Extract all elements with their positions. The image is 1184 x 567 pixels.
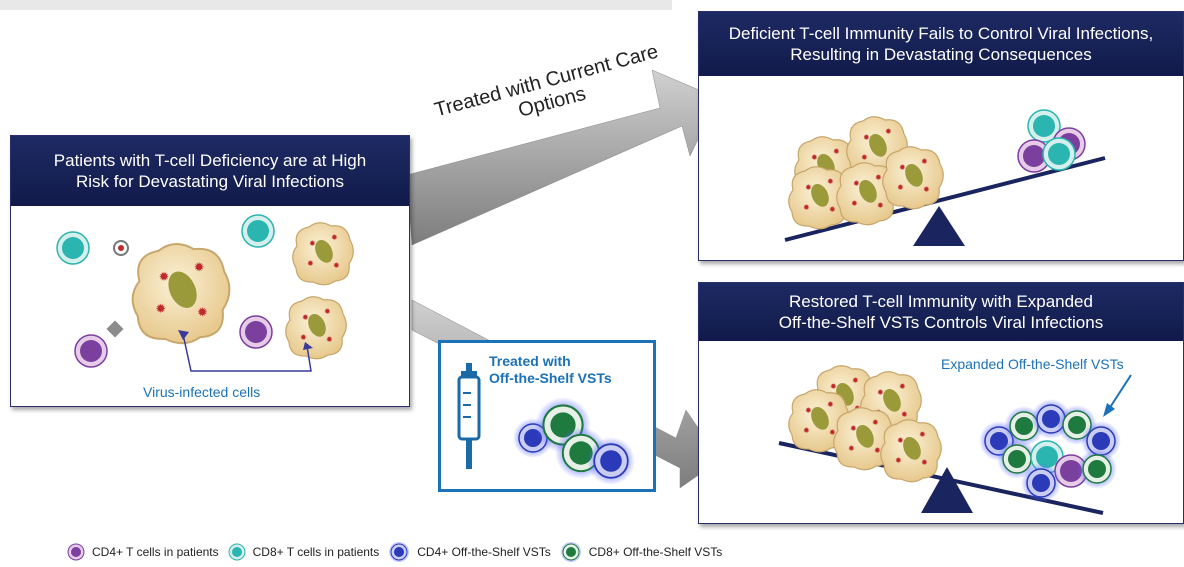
scale-fulcrum-icon (913, 206, 965, 246)
patients-panel-title: Patients with T-cell Deficiency are at H… (53, 151, 367, 191)
cd8-t-cell-icon (56, 231, 90, 265)
legend: CD4+ T cells in patients CD8+ T cells in… (66, 540, 730, 564)
restored-immunity-title: Restored T-cell Immunity with Expanded O… (778, 292, 1104, 332)
small-cd4-cell-icon (239, 315, 273, 349)
legend-item-cd4-vsts: CD4+ Off-the-Shelf VSTs (387, 541, 551, 563)
scale-fulcrum-icon-2 (921, 467, 973, 513)
legend-label-cd4-patients: CD4+ T cells in patients (92, 545, 219, 559)
deficient-immunity-panel: Deficient T-cell Immunity Fails to Contr… (698, 11, 1184, 261)
vst-cluster-cell-8 (1020, 462, 1062, 504)
purple-cell-icon (67, 543, 85, 561)
scale-beam (784, 156, 1106, 242)
large-infected-cell-icon (131, 243, 231, 345)
unbalanced-scale-illustration (784, 109, 1106, 246)
infected-cell-icon-br5 (880, 419, 942, 483)
restored-immunity-header: Restored T-cell Immunity with Expanded O… (699, 283, 1183, 341)
legend-label-cd8-patients: CD8+ T cells in patients (252, 545, 380, 559)
annotation-pointer (182, 333, 312, 372)
infected-cell-icon (292, 222, 354, 286)
deficient-immunity-title: Deficient T-cell Immunity Fails to Contr… (728, 24, 1154, 64)
cd8-t-cell-icon-tr2 (1042, 137, 1076, 171)
vst-treatment-illustration (457, 363, 636, 486)
patients-panel-header: Patients with T-cell Deficiency are at H… (11, 136, 409, 206)
vst-treatment-callout: Treated with Off-the-Shelf VSTs (438, 340, 656, 492)
expanded-vsts-label: Expanded Off-the-Shelf VSTs (941, 356, 1124, 372)
legend-item-cd4-patients: CD4+ T cells in patients (66, 542, 219, 562)
restored-immunity-panel: Restored T-cell Immunity with Expanded O… (698, 282, 1184, 524)
patients-illustration: Virus-infected cells (56, 214, 354, 400)
infected-cell-icon-2 (285, 296, 347, 360)
top-bar (0, 0, 672, 10)
legend-label-cd4-vsts: CD4+ Off-the-Shelf VSTs (417, 545, 551, 559)
vst-treatment-title: Treated with Off-the-Shelf VSTs (489, 353, 612, 386)
vst-cluster-cell-7 (1076, 448, 1118, 490)
patients-panel: Patients with T-cell Deficiency are at H… (10, 135, 410, 407)
blue-vst-cell-icon (389, 542, 410, 562)
small-cd8-cell-icon (241, 214, 275, 248)
teal-cell-icon (228, 543, 246, 561)
balanced-scale-illustration: Expanded Off-the-Shelf VSTs (778, 356, 1132, 515)
legend-item-cd8-patients: CD8+ T cells in patients (227, 542, 380, 562)
deficient-immunity-header: Deficient T-cell Immunity Fails to Contr… (699, 12, 1183, 76)
syringe-icon (457, 363, 481, 469)
virus-infected-cells-label: Virus-infected cells (143, 384, 260, 400)
legend-label-cd8-vsts: CD8+ Off-the-Shelf VSTs (588, 545, 723, 559)
cd4-t-cell-icon (74, 334, 108, 368)
green-vst-cell-icon (560, 542, 581, 562)
legend-item-cd8-vsts: CD8+ Off-the-Shelf VSTs (559, 541, 723, 563)
infected-cell-icon-tr5 (882, 146, 944, 210)
cd4-vst-cell-icon-2 (586, 436, 636, 486)
